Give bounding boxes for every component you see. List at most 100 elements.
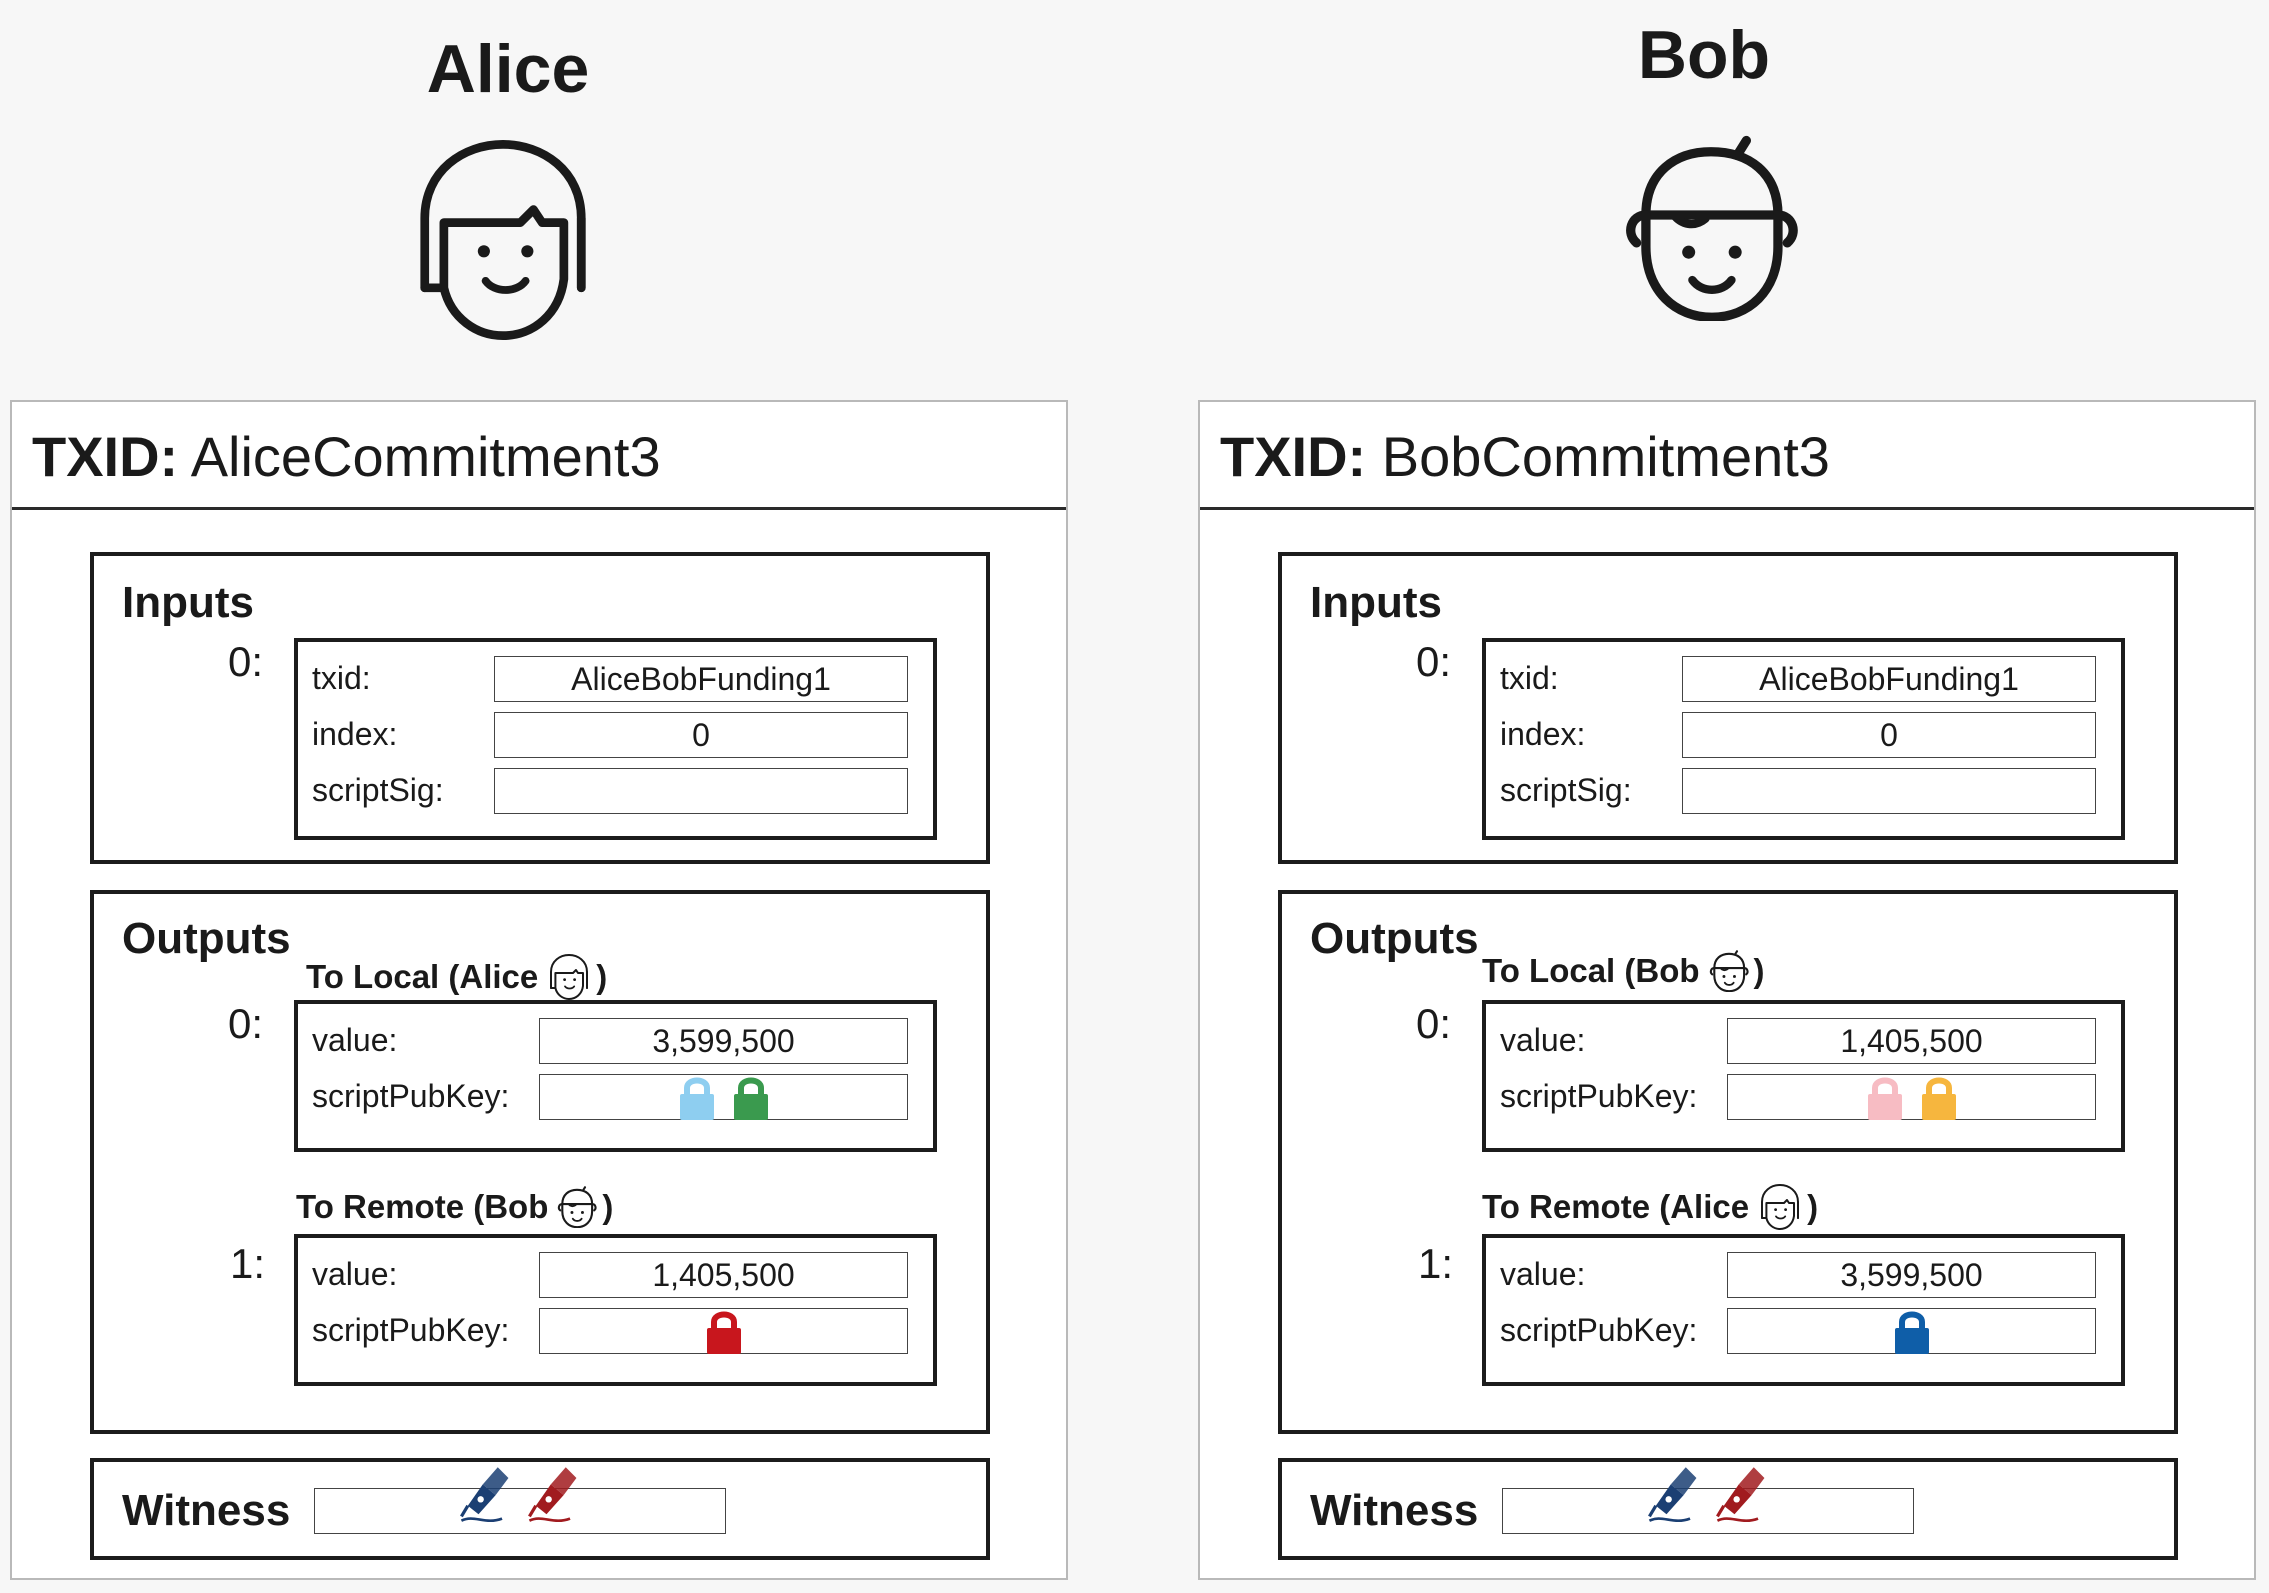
index-field-label: index:	[1500, 716, 1586, 752]
lock-icon	[733, 1074, 769, 1120]
value-field-value: 3,599,500	[539, 1018, 908, 1064]
alice-avatar-icon	[550, 954, 589, 1000]
scriptpubkey-field-label: scriptPubKey:	[312, 1078, 510, 1114]
value-field-label: value:	[312, 1256, 398, 1292]
scriptsig-field-label: scriptSig:	[312, 772, 444, 808]
index-field-value: 0	[494, 712, 908, 758]
txid-label: TXID:	[1220, 425, 1367, 488]
value-field-label: value:	[1500, 1256, 1586, 1292]
txid-field-label: txid:	[1500, 660, 1559, 696]
output-0-caption-text: To Local (Alice	[306, 958, 539, 995]
output-1-index: 1:	[1418, 1240, 1454, 1287]
input-box: txid: AliceBobFunding1 index: 0 scriptSi…	[294, 638, 937, 840]
pen-signature-icon	[1715, 1465, 1767, 1523]
output-0-caption-close: )	[596, 958, 608, 995]
scriptpubkey-field-value	[539, 1308, 908, 1354]
signature-group	[457, 1463, 583, 1525]
outputs-section: Outputs To Local (Alice ) 0: value: 3,59…	[90, 890, 990, 1434]
pen-signature-icon	[527, 1465, 579, 1523]
lock-group	[1728, 1309, 2095, 1353]
output-0-caption: To Local (Alice )	[306, 954, 607, 1000]
scriptpubkey-field-label: scriptPubKey:	[312, 1312, 510, 1348]
alice-avatar-icon	[403, 140, 603, 340]
inputs-title: Inputs	[122, 578, 254, 627]
output-1-caption-close: )	[1807, 1188, 1819, 1225]
txid-title: TXID: AliceCommitment3	[32, 424, 661, 489]
scriptpubkey-field-label: scriptPubKey:	[1500, 1312, 1698, 1348]
witness-section: Witness	[90, 1458, 990, 1560]
input-index: 0:	[1416, 638, 1452, 685]
alice-commitment-tx: TXID: AliceCommitment3 Inputs 0: txid: A…	[10, 400, 1068, 1580]
bob-avatar-icon	[558, 1186, 597, 1228]
value-field-label: value:	[1500, 1022, 1586, 1058]
pen-signature-icon	[1647, 1465, 1699, 1523]
txid-value: AliceCommitment3	[190, 425, 661, 488]
output-1-box: value: 1,405,500 scriptPubKey:	[294, 1234, 937, 1386]
bob-avatar-icon	[1709, 950, 1749, 992]
value-field-label: value:	[312, 1022, 398, 1058]
signature-group	[1645, 1463, 1771, 1525]
lock-group	[540, 1075, 907, 1119]
output-0-index: 0:	[228, 1000, 264, 1047]
inputs-section: Inputs 0: txid: AliceBobFunding1 index: …	[90, 552, 990, 864]
txid-value: BobCommitment3	[1381, 425, 1830, 488]
tx-header: TXID: AliceCommitment3	[12, 402, 1066, 510]
scriptpubkey-field-value	[1727, 1308, 2096, 1354]
witness-field	[1502, 1465, 1914, 1534]
lock-icon	[679, 1074, 715, 1120]
output-1-caption: To Remote (Alice )	[1482, 1184, 1818, 1230]
txid-field-label: txid:	[312, 660, 371, 696]
inputs-title: Inputs	[1310, 578, 1442, 627]
tx-header: TXID: BobCommitment3	[1200, 402, 2254, 510]
outputs-title: Outputs	[1310, 914, 1479, 963]
scriptsig-field-label: scriptSig:	[1500, 772, 1632, 808]
pen-signature-icon	[459, 1465, 511, 1523]
lock-group	[540, 1309, 907, 1353]
txid-label: TXID:	[32, 425, 179, 488]
lock-icon	[1894, 1308, 1930, 1354]
lock-group	[1728, 1075, 2095, 1119]
scriptsig-field-value	[1682, 768, 2096, 814]
output-1-caption-text: To Remote (Bob	[296, 1188, 549, 1225]
alice-avatar-icon	[1761, 1184, 1800, 1230]
txid-field-value: AliceBobFunding1	[1682, 656, 2096, 702]
index-field-value: 0	[1682, 712, 2096, 758]
txid-field-value: AliceBobFunding1	[494, 656, 908, 702]
output-0-caption: To Local (Bob )	[1482, 950, 1765, 992]
inputs-section: Inputs 0: txid: AliceBobFunding1 index: …	[1278, 552, 2178, 864]
witness-section: Witness	[1278, 1458, 2178, 1560]
output-0-caption-close: )	[1753, 952, 1765, 989]
bob-commitment-tx: TXID: BobCommitment3 Inputs 0: txid: Ali…	[1198, 400, 2256, 1580]
lock-icon	[1921, 1074, 1957, 1120]
txid-title: TXID: BobCommitment3	[1220, 424, 1830, 489]
output-1-index: 1:	[230, 1240, 266, 1287]
input-index: 0:	[228, 638, 264, 685]
scriptpubkey-field-value	[1727, 1074, 2096, 1120]
output-1-box: value: 3,599,500 scriptPubKey:	[1482, 1234, 2125, 1386]
alice-name: Alice	[426, 31, 590, 107]
witness-field	[314, 1465, 726, 1534]
bob-name: Bob	[1637, 17, 1771, 93]
output-1-caption-close: )	[602, 1188, 614, 1225]
input-box: txid: AliceBobFunding1 index: 0 scriptSi…	[1482, 638, 2125, 840]
output-1-caption: To Remote (Bob )	[296, 1186, 613, 1228]
witness-title: Witness	[122, 1486, 291, 1535]
scriptpubkey-field-value	[539, 1074, 908, 1120]
output-0-box: value: 1,405,500 scriptPubKey:	[1482, 1000, 2125, 1152]
witness-title: Witness	[1310, 1486, 1479, 1535]
value-field-value: 1,405,500	[1727, 1018, 2096, 1064]
lock-icon	[706, 1308, 742, 1354]
outputs-section: Outputs To Local (Bob ) 0: value: 1,405,…	[1278, 890, 2178, 1434]
outputs-title: Outputs	[122, 914, 291, 963]
index-field-label: index:	[312, 716, 398, 752]
bob-avatar-icon	[1618, 135, 1804, 321]
output-1-caption-text: To Remote (Alice	[1482, 1188, 1750, 1225]
scriptsig-field-value	[494, 768, 908, 814]
value-field-value: 1,405,500	[539, 1252, 908, 1298]
output-0-box: value: 3,599,500 scriptPubKey:	[294, 1000, 937, 1152]
output-0-index: 0:	[1416, 1000, 1452, 1047]
lock-icon	[1867, 1074, 1903, 1120]
value-field-value: 3,599,500	[1727, 1252, 2096, 1298]
scriptpubkey-field-label: scriptPubKey:	[1500, 1078, 1698, 1114]
